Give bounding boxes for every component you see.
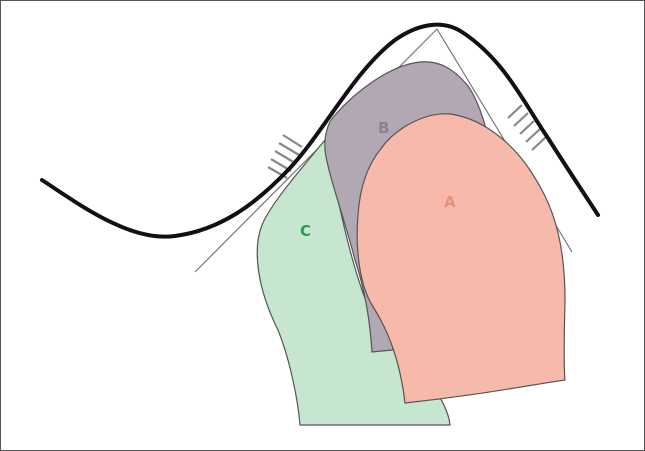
region-label-c: C bbox=[300, 222, 311, 240]
hatch-right-3 bbox=[520, 121, 534, 134]
hatch-right-1 bbox=[508, 105, 522, 118]
hatch-right-5 bbox=[532, 137, 546, 150]
hatch-left-3 bbox=[275, 151, 295, 163]
region-label-b: B bbox=[378, 119, 389, 137]
hatch-left-1 bbox=[283, 135, 302, 147]
region-label-a: A bbox=[444, 193, 456, 211]
hatch-right-4 bbox=[526, 129, 540, 142]
hatch-left-2 bbox=[279, 143, 299, 155]
hatch-right-2 bbox=[514, 113, 528, 126]
